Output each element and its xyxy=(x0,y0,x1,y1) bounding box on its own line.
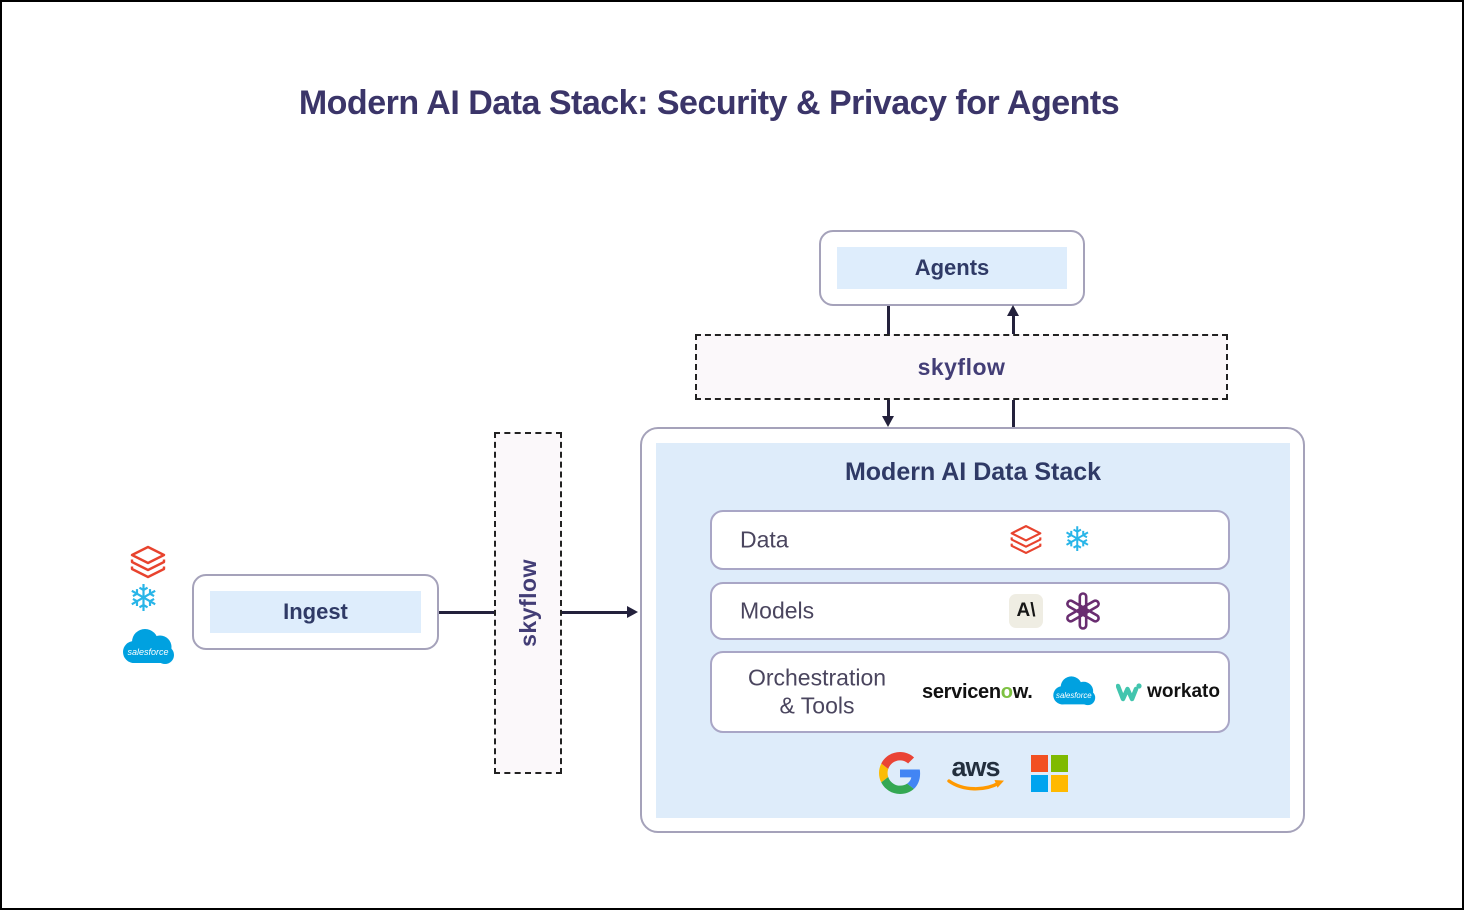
orchestration-label-line1: Orchestration xyxy=(747,664,887,691)
arrowhead-up-icon xyxy=(1007,305,1019,316)
servicenow-logo: servicenow. xyxy=(922,680,1033,704)
snowflake-icon: ❄ xyxy=(1063,521,1092,559)
workato-text: workato xyxy=(1147,681,1220,702)
connector-skyflow-to-stack-left xyxy=(562,611,628,614)
svg-text:salesforce: salesforce xyxy=(1057,691,1093,700)
stack-row-data: Data ❄ xyxy=(710,510,1230,570)
connector-agents-to-skyflow xyxy=(887,306,890,334)
stack-row-orchestration: Orchestration & Tools servicenow. salesf… xyxy=(710,651,1230,733)
skyflow-logo: skyflow xyxy=(514,559,541,647)
anthropic-icon: A\ xyxy=(1009,594,1043,628)
arrowhead-right-icon xyxy=(627,606,638,618)
row-label: Models xyxy=(740,597,815,624)
openai-icon xyxy=(1066,592,1100,630)
ingest-node: Ingest xyxy=(192,574,439,650)
salesforce-icon: salesforce xyxy=(123,629,174,664)
stack-title: Modern AI Data Stack xyxy=(844,458,1102,486)
servicenow-text: servicen xyxy=(922,680,1001,703)
skyflow-vertical-barrier: skyflow xyxy=(494,432,562,774)
connector-ingest-to-skyflow xyxy=(439,611,494,614)
svg-text:salesforce: salesforce xyxy=(127,647,168,657)
agents-node: Agents xyxy=(819,230,1085,306)
google-icon xyxy=(878,752,920,794)
data-row-icons: ❄ xyxy=(1009,512,1092,568)
salesforce-logo: salesforce xyxy=(1053,676,1096,706)
databricks-icon xyxy=(1010,525,1042,555)
aws-logo: aws xyxy=(946,752,1005,792)
models-row-icons: A\ xyxy=(1009,584,1103,638)
ingest-label-bg: Ingest xyxy=(210,591,421,633)
page-title: Modern AI Data Stack: Security & Privacy… xyxy=(298,84,1120,122)
row-label: Data xyxy=(740,526,789,553)
ingest-label: Ingest xyxy=(283,599,348,624)
skyflow-horizontal-barrier: skyflow xyxy=(695,334,1228,400)
servicenow-green-o: o xyxy=(1000,680,1013,703)
workato-logo: workato xyxy=(1116,681,1220,703)
servicenow-text-end: w. xyxy=(1012,680,1033,703)
anthropic-glyph: A\ xyxy=(1016,600,1036,621)
row-label: Orchestration & Tools xyxy=(732,664,902,719)
skyflow-logo: skyflow xyxy=(917,353,1006,380)
connector-skyflow-to-stack xyxy=(887,400,890,417)
databricks-icon xyxy=(130,545,166,579)
orchestration-logos: servicenow. salesforce workato xyxy=(922,653,1220,731)
agents-label: Agents xyxy=(914,255,990,280)
snowflake-icon: ❄ xyxy=(128,578,160,619)
aws-smile-icon xyxy=(946,779,1004,791)
connector-skyflow-to-agents xyxy=(1012,316,1015,334)
stack-row-models: Models A\ xyxy=(710,582,1230,640)
workato-mark-icon xyxy=(1116,683,1142,702)
arrowhead-down-icon xyxy=(882,416,894,427)
microsoft-icon xyxy=(1030,754,1068,792)
cloud-provider-logos: aws xyxy=(656,746,1290,800)
orchestration-label-line2: & Tools xyxy=(779,692,855,718)
agents-label-bg: Agents xyxy=(837,247,1067,289)
connector-stack-to-skyflow xyxy=(1012,400,1015,427)
aws-text: aws xyxy=(951,752,1000,782)
